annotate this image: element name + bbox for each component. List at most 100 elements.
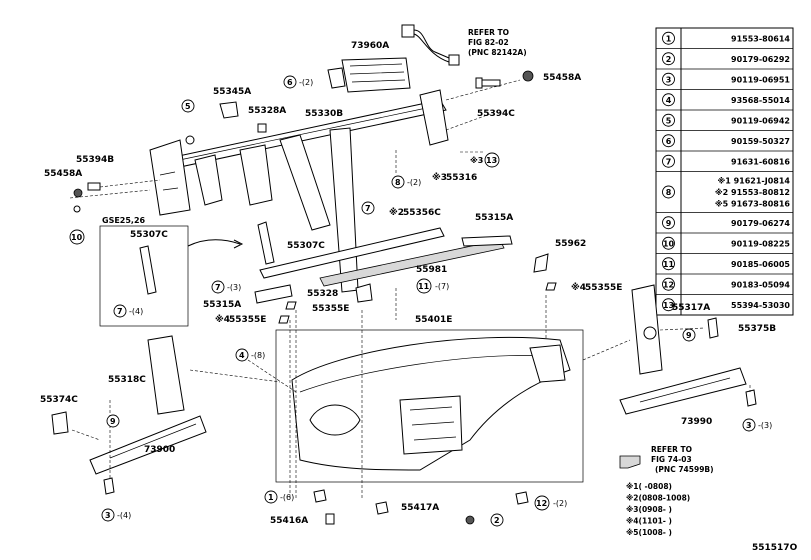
bolt-55394c-drawing	[475, 77, 501, 89]
reference-fig-74-03[interactable]: REFER TO FIG 74-03 (PNC 74599B)	[619, 445, 714, 474]
label-55458a-left[interactable]: 55458A	[44, 169, 82, 179]
clip-55962-drawing	[533, 253, 549, 273]
label-55356c[interactable]: 55356C	[403, 208, 441, 218]
label-55394b[interactable]: 55394B	[76, 155, 114, 165]
label-55416a[interactable]: 55416A	[270, 516, 308, 526]
parts-table-row[interactable]: 6 90159-50327	[656, 130, 793, 148]
callout-5[interactable]: 5	[181, 99, 195, 113]
label-73990[interactable]: 73990	[681, 417, 712, 427]
callout-7-c[interactable]: 7	[361, 201, 375, 215]
callout-10[interactable]: 10	[69, 229, 85, 245]
label-55328a[interactable]: 55328A	[248, 106, 286, 116]
label-55315a-right[interactable]: 55315A	[475, 213, 513, 223]
callout-8[interactable]: 8 -(2)	[391, 175, 421, 189]
label-55962[interactable]: 55962	[555, 239, 586, 249]
svg-text:7: 7	[215, 283, 221, 292]
label-73900[interactable]: 73900	[144, 445, 175, 455]
clip-55374c-drawing	[51, 411, 69, 435]
parts-table-row[interactable]: 8※1 91621-J0814※2 91553-80812※5 91673-80…	[656, 171, 793, 209]
parts-table-partno: ※2 91553-80812	[715, 187, 790, 197]
parts-table-partno: 90179-06274	[731, 219, 790, 228]
callout-3-right[interactable]: 3 -(3)	[742, 418, 772, 432]
svg-text:-(2): -(2)	[407, 178, 421, 187]
svg-text:-(7): -(7)	[435, 282, 449, 291]
callout-4[interactable]: 4 -(8)	[235, 348, 265, 362]
label-gse: GSE25,26	[102, 216, 146, 225]
callout-9-right[interactable]: 9	[682, 328, 696, 342]
parts-table-num: 6	[666, 137, 672, 146]
label-55355e-right[interactable]: 55355E	[585, 283, 622, 293]
callout-1[interactable]: 1 -(6)	[264, 490, 294, 504]
label-55458a-right[interactable]: 55458A	[543, 73, 581, 83]
label-55307c[interactable]: 55307C	[287, 241, 325, 251]
svg-text:2: 2	[494, 516, 500, 525]
parts-table-partno: 93568-55014	[731, 96, 790, 105]
parts-table-num: 12	[663, 280, 674, 289]
callout-11[interactable]: 11 -(7)	[416, 278, 449, 294]
label-55981[interactable]: 55981	[416, 265, 447, 275]
ref1-line2: FIG 82-02	[468, 38, 509, 47]
callout-13[interactable]: 13	[484, 152, 500, 168]
svg-text:11: 11	[418, 282, 430, 291]
label-55307c-box[interactable]: 55307C	[130, 230, 168, 240]
svg-text:-(8): -(8)	[251, 351, 265, 360]
label-55355e-mid[interactable]: 55355E	[312, 304, 349, 314]
label-55328[interactable]: 55328	[307, 289, 338, 299]
ref2-line3: (PNC 74599B)	[655, 465, 714, 474]
svg-text:8: 8	[395, 178, 401, 187]
svg-text:7: 7	[365, 204, 371, 213]
callout-12[interactable]: 12 -(2)	[534, 495, 567, 511]
callout-7-a[interactable]: 7 -(3)	[211, 280, 241, 294]
label-55374c[interactable]: 55374C	[40, 395, 78, 405]
parts-table-partno: 91631-60816	[731, 157, 790, 166]
reference-fig-82-02[interactable]: REFER TO FIG 82-02 (PNC 82142A)	[468, 28, 527, 57]
label-55318c[interactable]: 55318C	[108, 375, 146, 385]
mark-2-55356c: ※2	[389, 207, 404, 218]
date-note: ※3(0908- )	[626, 505, 672, 514]
svg-text:-(6): -(6)	[280, 493, 294, 502]
svg-text:9: 9	[686, 331, 692, 340]
label-55417a[interactable]: 55417A	[401, 503, 439, 513]
date-note: ※5(1008- )	[626, 528, 672, 537]
parts-table-num: 3	[666, 75, 672, 84]
parts-table-row[interactable]: 9 90179-06274	[656, 212, 793, 230]
label-73960a[interactable]: 73960A	[351, 41, 389, 51]
label-55375b[interactable]: 55375B	[738, 324, 776, 334]
callout-2[interactable]: 2	[490, 513, 504, 527]
callout-9-left[interactable]: 9	[106, 414, 120, 428]
left-fasteners-drawing	[73, 135, 195, 213]
label-55394c[interactable]: 55394C	[477, 109, 515, 119]
svg-text:4: 4	[239, 351, 245, 360]
label-55315a-left[interactable]: 55315A	[203, 300, 241, 310]
label-55317a[interactable]: 55317A	[672, 303, 710, 313]
parts-table-num: 1	[666, 34, 672, 43]
label-55316[interactable]: 55316	[446, 173, 477, 183]
svg-text:3: 3	[105, 511, 111, 520]
svg-text:9: 9	[110, 417, 116, 426]
parts-table-num: 9	[666, 219, 672, 228]
leader-lines	[69, 79, 751, 500]
callout-3-left[interactable]: 3 -(4)	[101, 508, 131, 522]
label-55330b[interactable]: 55330B	[305, 109, 343, 119]
label-55355e-left[interactable]: 55355E	[229, 315, 266, 325]
parts-table-num: 10	[663, 239, 675, 248]
label-55401e[interactable]: 55401E	[415, 315, 452, 325]
date-notes: ※1( -0808)※2(0808-1008)※3(0908- )※4(1101…	[626, 482, 690, 537]
parts-table-num: 11	[663, 260, 675, 269]
label-55345a[interactable]: 55345A	[213, 87, 251, 97]
parts-table-partno: 90159-50327	[731, 137, 790, 146]
callout-6-top[interactable]: 6 -(2)	[283, 75, 313, 89]
bracket-55345a-drawing	[219, 101, 239, 119]
callout-7-b[interactable]: 7 -(4)	[113, 304, 143, 318]
